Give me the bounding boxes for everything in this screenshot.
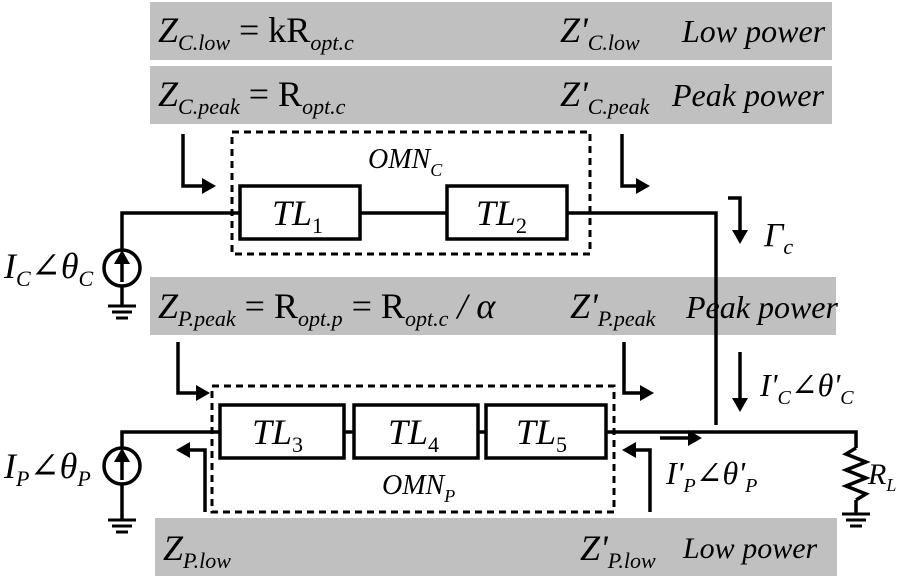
arrow-z-p-low-out-icon: [622, 442, 636, 458]
arrow-gamma: [728, 196, 742, 232]
band-peaking-low: [155, 518, 837, 576]
arrow-z-c-in: [181, 134, 206, 188]
omn-p-label: OMNP: [382, 470, 455, 506]
tl5-label: TL5: [516, 412, 567, 457]
peak-power-label-peaking: Peak power: [685, 289, 839, 325]
tl2-box: [445, 184, 569, 241]
load-label: RL: [867, 458, 896, 495]
arrow-z-c-out-icon: [636, 178, 650, 194]
arrow-z-p-peak-in-icon: [196, 385, 210, 401]
arrow-z-p-low-out: [634, 448, 652, 512]
z-c-peak-label: ZC.peak = Ropt.c: [158, 74, 346, 119]
carrier-source-arrow-icon: [114, 250, 130, 264]
peaking-source-arrow-icon: [114, 448, 130, 462]
tl4-label: TL4: [388, 412, 439, 457]
arrow-z-c-out: [620, 134, 640, 188]
z-prime-p-peak-label: Z'P.peak: [570, 286, 657, 331]
arrow-ip-out-icon: [688, 430, 702, 446]
z-p-low-label: ZP.low: [163, 528, 231, 573]
tl3-label: TL3: [252, 412, 303, 457]
gamma-c-label: Γc: [763, 217, 793, 259]
arrow-gamma-icon: [732, 230, 748, 244]
z-c-low-label: ZC.low = kRopt.c: [158, 10, 354, 55]
ic-out-label: I'C∠θ'C: [759, 367, 854, 409]
band-carrier-low: [150, 2, 832, 60]
arrow-z-p-peak-out: [622, 342, 644, 395]
wire-carrier-in: [120, 211, 240, 250]
z-prime-c-peak-label: Z'C.peak: [560, 74, 651, 119]
load-resistor-icon: [841, 446, 871, 502]
tl1-label: TL1: [272, 193, 323, 238]
band-peaking-peak: [150, 277, 836, 335]
arrow-z-c-in-icon: [202, 178, 216, 194]
wire-peaking-in: [120, 430, 220, 448]
peaking-source-label: IP∠θP: [3, 446, 91, 491]
z-prime-p-low-label: Z'P.low: [580, 528, 656, 573]
z-prime-c-low-label: Z'C.low: [560, 10, 640, 55]
omn-c-label: OMNC: [368, 144, 443, 180]
arrow-z-p-low-in-icon: [176, 442, 190, 458]
peaking-ground-icon: [108, 518, 136, 534]
low-power-label-peaking: Low power: [682, 532, 818, 565]
tl3-box: [218, 403, 346, 460]
peak-power-label-carrier: Peak power: [671, 77, 825, 113]
arrow-z-p-low-in: [188, 448, 207, 512]
wire-carrier-out: [567, 211, 718, 425]
wire-peaking-out: [606, 430, 858, 448]
tl5-box: [484, 403, 608, 460]
arrow-z-p-peak-out-icon: [640, 385, 654, 401]
band-carrier-peak: [150, 66, 832, 124]
tl2-label: TL2: [476, 193, 527, 238]
tl4-box: [352, 403, 480, 460]
low-power-label-carrier: Low power: [681, 13, 826, 49]
z-p-peak-label: ZP.peak = Ropt.p = Ropt.c / α: [158, 286, 496, 331]
carrier-ground-icon: [108, 304, 136, 320]
arrow-z-p-peak-in: [176, 342, 200, 395]
load-ground-icon: [842, 512, 870, 528]
carrier-source-label: IC∠θC: [3, 246, 94, 291]
ip-out-label: I'P∠θ'P: [665, 455, 757, 497]
tl1-box: [238, 184, 362, 241]
arrow-ic-out-icon: [732, 398, 748, 412]
